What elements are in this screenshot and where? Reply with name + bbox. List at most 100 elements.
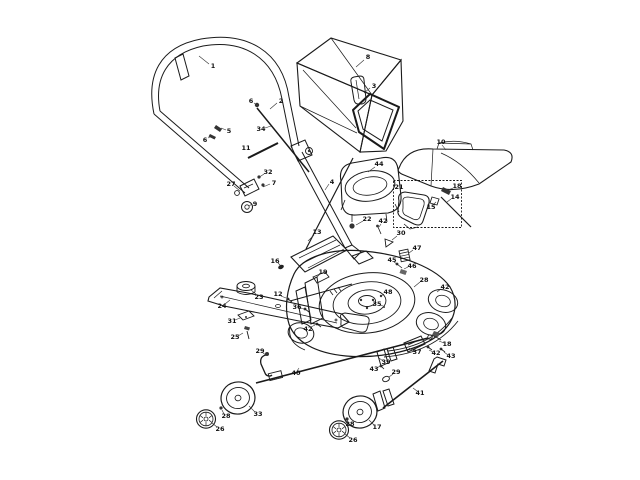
blade-end-hole-2: [334, 318, 338, 322]
cap-30-icon: [384, 238, 394, 248]
bolt-25-head: [244, 326, 250, 331]
blade-end-hole-1: [220, 295, 224, 299]
pivot-plate: [239, 178, 260, 197]
leader-line-18-1: [447, 187, 454, 191]
leader-line-41: [412, 387, 418, 392]
leader-line-45-1: [393, 261, 398, 265]
part-label-9: 9: [253, 200, 258, 208]
part-label-33: 33: [253, 410, 262, 418]
rear-hubcap-spokes: [332, 423, 346, 437]
wing-knob: [305, 147, 313, 155]
hub-bolt-dot-2: [371, 298, 375, 302]
engine-cover-top: [352, 176, 388, 196]
part-label-42-1: 42: [378, 217, 387, 225]
front-tire-outer: [220, 381, 256, 415]
bolt-45-shaft: [396, 263, 403, 269]
rod-11: [247, 142, 279, 159]
bag-crease-lines: [299, 37, 373, 134]
front-hubcap-inner: [198, 411, 214, 427]
bracket-19: [312, 271, 330, 284]
bracket-37: [403, 335, 426, 353]
bolt-35-icon: [383, 306, 385, 308]
upper-handle-tubes: [151, 36, 300, 194]
leader-line-30: [391, 235, 398, 241]
rear-hubcap-inner: [331, 422, 347, 438]
part-label-32: 32: [263, 168, 272, 176]
rear-hubcap: [328, 417, 350, 440]
part-label-10: 10: [436, 138, 446, 146]
part-label-37: 37: [412, 348, 421, 356]
part-label-42-4: 42: [431, 349, 440, 357]
part-label-29-2: 29: [391, 368, 401, 376]
leader-line-28-1: [413, 281, 421, 288]
handle-mount-bracket: [351, 250, 374, 265]
hardware-column: [349, 223, 411, 275]
leader-line-39: [378, 357, 384, 362]
front-hubcap-center: [203, 416, 209, 422]
part-label-4: 4: [330, 178, 335, 186]
right-cam-upper: [427, 289, 459, 313]
part-label-17: 17: [372, 423, 381, 431]
bolt-5-icon: [214, 125, 222, 132]
deflector-detail: [430, 140, 480, 187]
keyplate-29-icon: [382, 375, 390, 383]
leader-line-2: [269, 102, 278, 110]
part-label-11: 11: [241, 144, 251, 152]
discharge-deflector: [397, 140, 513, 191]
deflector-body: [397, 148, 513, 191]
part-label-26-2: 26: [348, 436, 358, 444]
rear-tire-inner: [348, 401, 372, 423]
deck-label-plate: [340, 312, 370, 333]
part-label-16: 16: [270, 257, 280, 265]
part-label-3: 3: [372, 82, 377, 90]
leader-line-14: [446, 198, 452, 203]
part-label-41: 41: [415, 389, 425, 397]
front-wheel: [220, 381, 256, 415]
leader-line-33: [248, 405, 256, 413]
leader-line-23: [250, 289, 257, 295]
leader-line-27: [233, 185, 241, 192]
part-label-42-3: 42: [303, 325, 312, 333]
bolt-43-shaft-b: [440, 348, 446, 353]
part-label-44: 44: [374, 160, 384, 168]
leader-line-28-3: [346, 419, 349, 423]
deck-hub: [358, 295, 376, 307]
wheel-bolt-28-front: [219, 406, 223, 410]
part-label-22: 22: [362, 215, 371, 223]
leader-line-22: [355, 220, 364, 226]
part-label-2: 2: [279, 97, 284, 105]
pivot-plate-line: [243, 183, 254, 189]
leader-line-29-1: [262, 352, 267, 356]
rear-hubcap-center: [336, 427, 342, 433]
rod-34: [256, 107, 310, 173]
leader-line-37: [408, 347, 415, 352]
right-cam-upper-inner: [435, 294, 451, 308]
bolt-36-shaft: [304, 308, 310, 313]
part-label-21: 21: [394, 183, 404, 191]
part-label-39: 39: [381, 358, 391, 366]
wing-knob-center: [307, 149, 311, 153]
leader-line-43-1: [376, 365, 381, 369]
front-hubcap-spokes: [199, 412, 213, 426]
leader-line-3: [363, 87, 371, 94]
rear-hubcap-outer: [328, 420, 350, 440]
leader-line-24: [224, 299, 231, 305]
part-label-35: 35: [372, 300, 382, 308]
leader-line-1: [198, 55, 210, 65]
leader-line-43-2: [443, 351, 449, 356]
leader-line-46: [403, 266, 409, 270]
bolt-25-shaft: [246, 330, 250, 340]
engine-cover-rim: [344, 170, 396, 202]
deck-skirt-lines: [289, 317, 459, 358]
leader-line-16: [277, 262, 282, 267]
lower-handle-tubes: [294, 151, 353, 249]
part-label-8: 8: [366, 53, 371, 61]
leader-line-28-2: [221, 409, 225, 415]
rear-tire-outer: [342, 395, 378, 429]
part-label-28-2: 28: [221, 412, 231, 420]
leader-line-15: [432, 201, 437, 206]
part-label-19: 19: [318, 268, 328, 276]
right-cam-lower-inner: [423, 317, 439, 331]
handle-grip: [174, 53, 190, 81]
axle-end-washer: [427, 334, 433, 340]
